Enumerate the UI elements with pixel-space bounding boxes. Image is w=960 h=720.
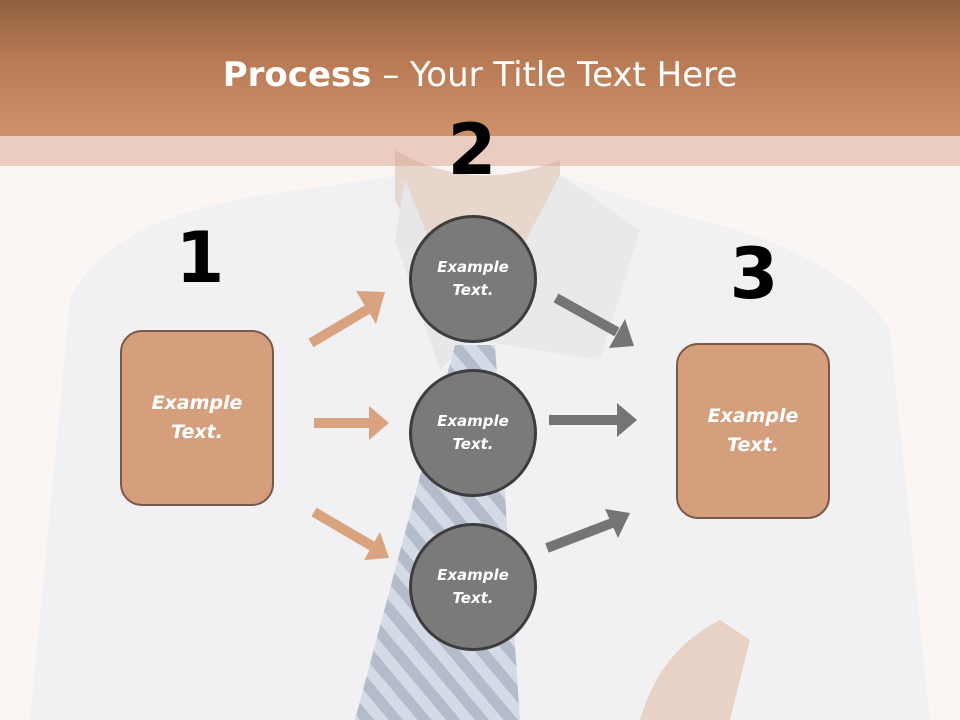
title-bar bbox=[0, 0, 960, 136]
arrow-circle-top-to-3 bbox=[553, 293, 634, 348]
arrow-1-to-circle-middle bbox=[314, 406, 389, 440]
circle-middle-text: Example Text. bbox=[437, 412, 509, 453]
step-number-2: 2 bbox=[447, 109, 497, 191]
step-3-box: Example Text. bbox=[676, 343, 830, 519]
step-number-3: 3 bbox=[729, 233, 779, 315]
step-3-text: Example Text. bbox=[707, 405, 799, 456]
circle-top-text: Example Text. bbox=[437, 258, 509, 299]
title-rest: – Your Title Text Here bbox=[371, 55, 738, 95]
step-2-circle-middle: Example Text. bbox=[409, 369, 537, 497]
step-1-box: Example Text. bbox=[120, 330, 274, 506]
step-2-circle-top: Example Text. bbox=[409, 215, 537, 343]
arrow-circle-middle-to-3 bbox=[549, 403, 637, 437]
arrow-1-to-circle-bottom bbox=[311, 507, 389, 560]
title-bold: Process bbox=[222, 55, 372, 95]
step-number-1: 1 bbox=[175, 217, 225, 299]
circle-bottom-text: Example Text. bbox=[437, 566, 509, 607]
step-2-circle-bottom: Example Text. bbox=[409, 523, 537, 651]
slide-title: Process – Your Title Text Here bbox=[0, 50, 960, 100]
step-1-text: Example Text. bbox=[151, 392, 243, 443]
title-strip bbox=[0, 136, 960, 166]
arrow-circle-bottom-to-3 bbox=[545, 509, 630, 553]
arrow-1-to-circle-top bbox=[308, 291, 385, 348]
